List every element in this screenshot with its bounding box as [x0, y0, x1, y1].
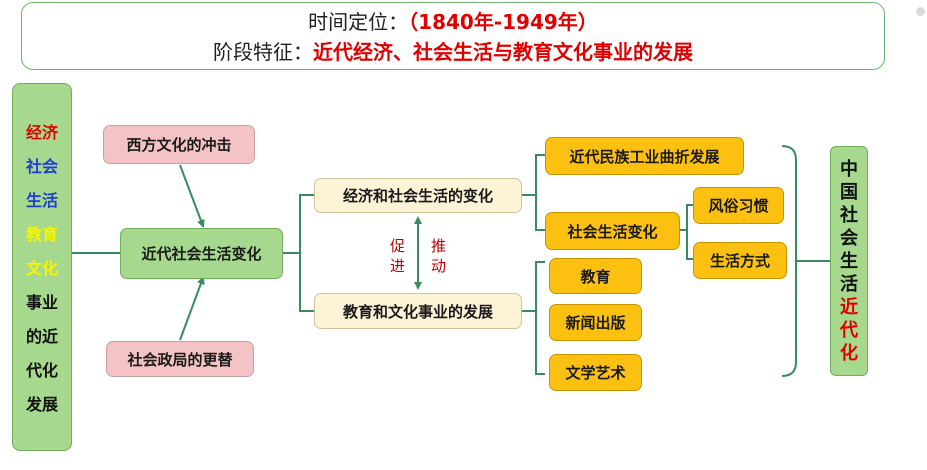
- stage-feature-line: 阶段特征：近代经济、社会生活与教育文化事业的发展: [22, 39, 884, 65]
- right-column-char: 社: [840, 204, 858, 226]
- education-culture-node: 教育和文化事业的发展: [314, 293, 522, 329]
- left-column-line: 社会: [25, 157, 58, 176]
- relation-char: 进: [390, 257, 406, 275]
- right-column-char: 生: [840, 250, 858, 272]
- header-panel: 时间定位：（1840年-1949年） 阶段特征：近代经济、社会生活与教育文化事业…: [21, 2, 885, 70]
- western-culture-impact-node: 西方文化的冲击: [103, 125, 255, 164]
- right-column-char: 会: [840, 227, 858, 249]
- news-publishing-node: 新闻出版: [549, 304, 642, 341]
- right-column-char: 活: [840, 273, 858, 295]
- relation-char: 动: [431, 257, 447, 275]
- left-column-line: 的近: [25, 327, 58, 346]
- left-column-line: 代化: [25, 361, 58, 380]
- literature-art-node: 文学艺术: [549, 354, 642, 391]
- political-change-node: 社会政局的更替: [106, 341, 254, 377]
- left-column-line: 文化: [25, 259, 58, 278]
- left-column-line: 教育: [25, 225, 58, 244]
- relation-right-text: 推 动: [431, 236, 446, 276]
- relation-char: 推: [431, 237, 447, 255]
- right-column-char: 化: [840, 342, 858, 364]
- left-column-line: 经济: [25, 123, 58, 142]
- national-industry-node: 近代民族工业曲折发展: [545, 137, 744, 175]
- modern-social-life-change-node: 近代社会生活变化: [120, 228, 283, 279]
- stage-feature-value: 近代经济、社会生活与教育文化事业的发展: [313, 40, 693, 64]
- stage-feature-label: 阶段特征：: [213, 40, 313, 64]
- left-column-line: 生活: [25, 191, 58, 210]
- right-column-char: 近: [840, 296, 858, 318]
- time-position-line: 时间定位：（1840年-1949年）: [22, 9, 884, 35]
- right-column-char: 国: [840, 181, 858, 203]
- time-position-value: （1840年-1949年）: [408, 10, 598, 34]
- left-column-line: 发展: [25, 395, 58, 414]
- right-conclusion-column: 中 国 社 会 生 活 近 代 化: [830, 146, 868, 376]
- customs-node: 风俗习惯: [693, 187, 784, 224]
- right-column-char: 代: [840, 319, 858, 341]
- education-node: 教育: [549, 258, 642, 294]
- right-column-char: 中: [840, 158, 858, 180]
- relation-char: 促: [390, 237, 406, 255]
- time-position-label: 时间定位：: [308, 10, 409, 34]
- social-life-change-node: 社会生活变化: [545, 212, 680, 250]
- left-column-line: 事业: [25, 293, 58, 312]
- left-theme-column: 经济 社会 生活 教育 文化 事业 的近 代化 发展: [12, 83, 72, 451]
- economy-social-life-node: 经济和社会生活的变化: [314, 178, 522, 213]
- corner-dot: [916, 7, 925, 16]
- relation-left-text: 促 进: [390, 236, 405, 276]
- lifestyle-node: 生活方式: [693, 242, 787, 279]
